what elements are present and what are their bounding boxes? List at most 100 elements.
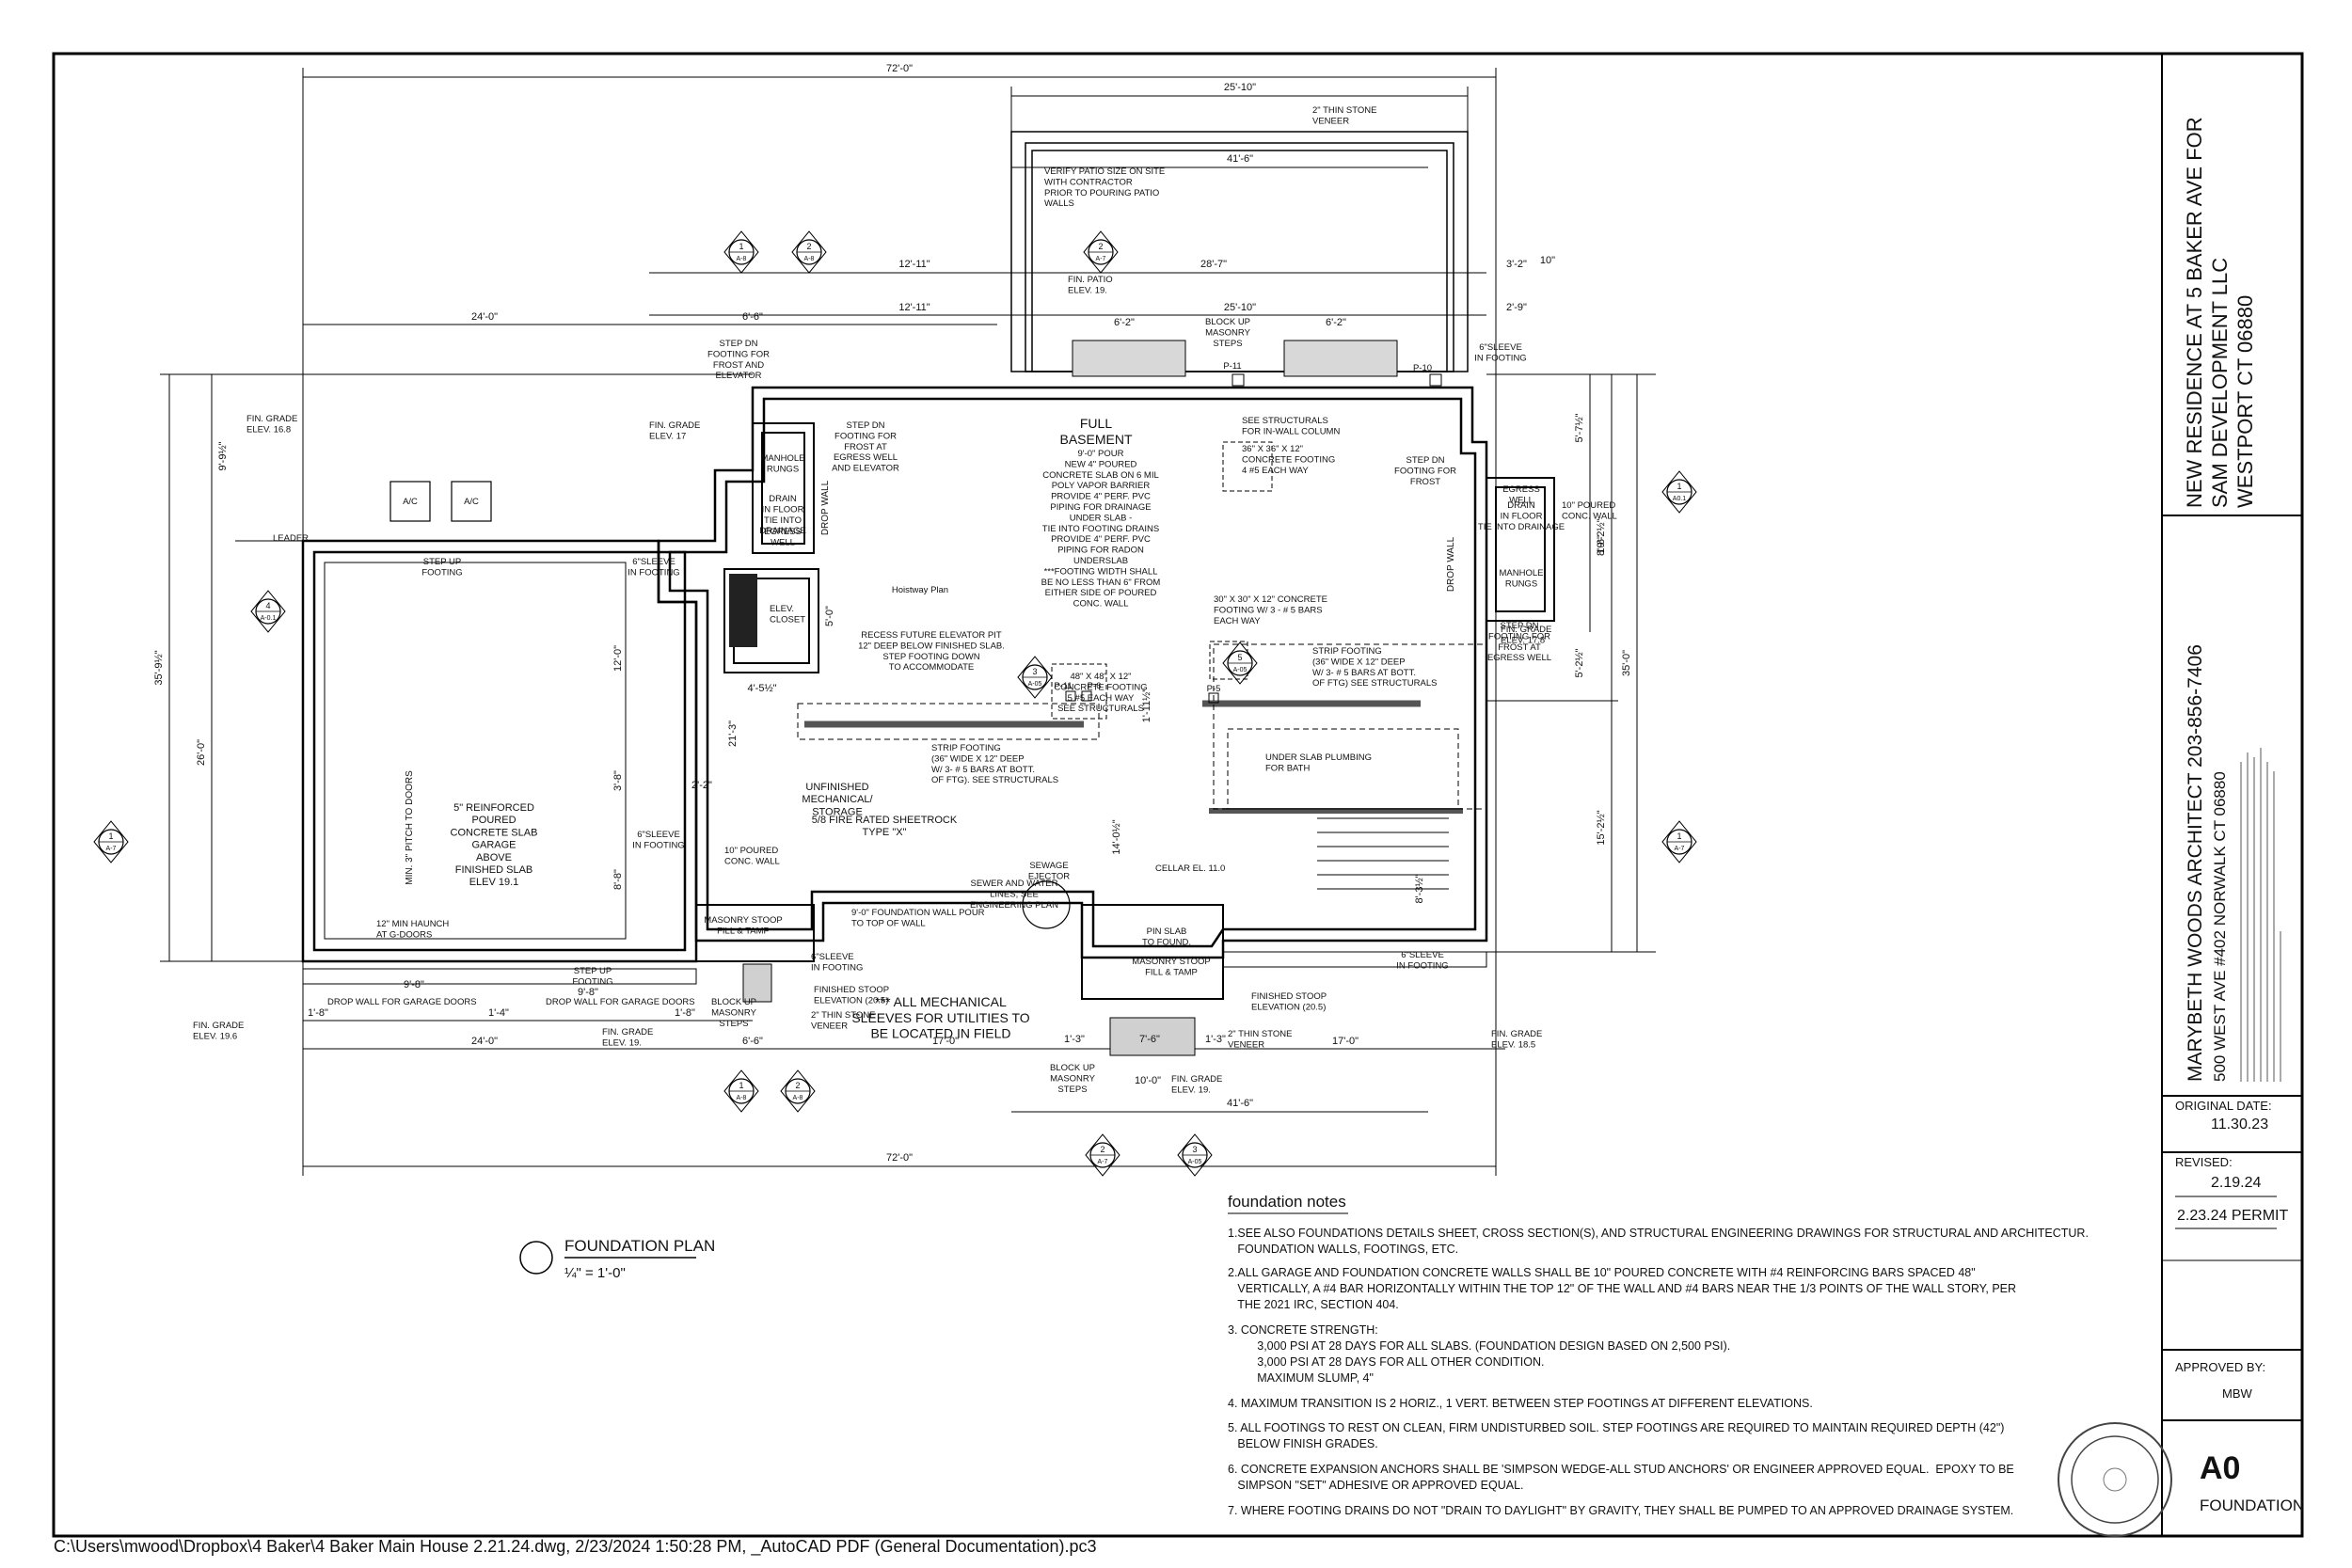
section-marker-icon: 2A-8 — [791, 230, 827, 274]
label-drop-wall-left: DROP WALL — [820, 480, 831, 535]
label-drop-wall-right: DROP WALL — [1446, 536, 1456, 592]
note-line: 3,000 PSI AT 28 DAYS FOR ALL SLABS. (FOU… — [1228, 1339, 1730, 1353]
plan-title-block: FOUNDATION PLAN ¼" = 1'-0" — [519, 1237, 715, 1281]
section-marker-icon: 5A-05 — [1222, 641, 1258, 685]
svg-text:2: 2 — [1098, 242, 1103, 251]
title-block: NEW RESIDENCE AT 5 BAKER AVE FOR SAM DEV… — [2162, 117, 2304, 1537]
svg-text:A-05: A-05 — [1233, 667, 1248, 673]
svg-text:2: 2 — [1100, 1145, 1104, 1154]
dimension-d-4-5: 4'-5½" — [747, 683, 776, 694]
svg-text:A-7: A-7 — [1096, 256, 1106, 262]
dimension-d-10: 10" — [1540, 255, 1555, 266]
note-line: 3. CONCRETE STRENGTH: — [1228, 1323, 1378, 1337]
revised-label: REVISED: — [2175, 1155, 2233, 1169]
dimension-d-14-0: 14'-0½" — [1111, 819, 1122, 854]
dimension-d-3-8: 3'-8" — [612, 770, 624, 791]
label-p11b: P-11 — [1054, 681, 1072, 691]
plan-title-circle-icon — [519, 1241, 553, 1275]
label-ac1: A/C — [403, 497, 418, 507]
dimension-d-1-3a: 1'-3" — [1064, 1034, 1085, 1045]
sheet-border — [52, 52, 2304, 1538]
dimension-d-10-0: 10'-0" — [1135, 1075, 1161, 1086]
svg-text:1: 1 — [1677, 832, 1681, 841]
svg-text:A-05: A-05 — [1028, 681, 1042, 688]
dimension-d-8-3: 8'-3½" — [1414, 874, 1425, 903]
dimension-d-21-3: 21'-3" — [727, 721, 739, 747]
svg-text:4: 4 — [265, 601, 270, 610]
dimension-d-12-11b: 12'-11" — [898, 302, 930, 313]
svg-text:A-8: A-8 — [737, 1095, 747, 1101]
dimension-right-15: 15'-2½" — [1596, 810, 1607, 845]
note-line: FOUNDATION WALLS, FOOTINGS, ETC. — [1228, 1243, 1458, 1256]
dimension-patio-top: 25'-10" — [1224, 82, 1256, 93]
label-drop-wall-doors1: DROP WALL FOR GARAGE DOORS — [327, 997, 477, 1007]
plan-dimensions: 72'-0"72'-0"25'-10"41'-6"41'-6"12'-11"28… — [153, 63, 1632, 1164]
section-marker-icon: 3A-05 — [1177, 1133, 1213, 1177]
label-leader: LEADER — [273, 533, 309, 544]
label-p10: P-10 — [1413, 363, 1432, 373]
dimension-d-9-8b: 9'-8" — [578, 987, 598, 998]
dimension-patio-inner: 41'-6" — [1227, 153, 1253, 165]
svg-text:A-8: A-8 — [804, 256, 815, 262]
section-marker-icon: 2A-8 — [780, 1069, 816, 1113]
foundation-plan-drawing — [160, 68, 1656, 1176]
section-marker-icon: 4A-0.1 — [250, 590, 286, 633]
project-line2: SAM DEVELOPMENT LLC — [2208, 258, 2232, 508]
label-cellar: CELLAR EL. 11.0 — [1155, 863, 1225, 874]
dimension-d-12-0: 12'-0" — [612, 645, 624, 672]
dimension-overall-bottom: 72'-0" — [886, 1152, 913, 1164]
label-hoistway: Hoistway Plan — [892, 585, 948, 595]
section-marker-icon: 3A-05 — [1017, 656, 1053, 699]
dimension-d-9-8a: 9'-8" — [404, 979, 424, 990]
dimension-right-5b: 5'-2½" — [1574, 648, 1585, 677]
note-line: 3,000 PSI AT 28 DAYS FOR ALL OTHER CONDI… — [1228, 1355, 1544, 1369]
file-path: C:\Users\mwood\Dropbox\4 Baker\4 Baker M… — [54, 1537, 1097, 1557]
dimension-right-8: 8'-8" — [1596, 535, 1607, 556]
section-marker-icon: 1A-8 — [723, 1069, 759, 1113]
dimension-d-6-2b: 6'-2" — [1326, 317, 1346, 328]
svg-text:3: 3 — [1192, 1145, 1197, 1154]
note-line: 2.ALL GARAGE AND FOUNDATION CONCRETE WAL… — [1228, 1266, 1976, 1279]
label-elev-closet: ELEV.CLOSET — [770, 604, 805, 625]
note-line: 6. CONCRETE EXPANSION ANCHORS SHALL BE '… — [1228, 1463, 2014, 1476]
dimension-d-1-11: 1'-11½" — [1141, 689, 1152, 722]
section-marker-icon: 1A-8 — [723, 230, 759, 274]
dimension-d-3-2: 3'-2" — [1506, 259, 1527, 270]
notes-heading: foundation notes — [1228, 1193, 1346, 1211]
svg-text:A-0.1: A-0.1 — [261, 615, 277, 622]
approved-by: MBW — [2222, 1386, 2253, 1401]
architect-line2: 500 WEST AVE #402 NORWALK CT 06880 — [2211, 771, 2229, 1082]
dimension-right-5a: 5'-7½" — [1574, 413, 1585, 442]
section-markers: 1A-82A-82A-71A0.14A-0.11A-71A-73A-055A-0… — [93, 230, 1697, 1177]
note-line: 4. MAXIMUM TRANSITION IS 2 HORIZ., 1 VER… — [1228, 1397, 1813, 1410]
dimension-d-1-3b: 1'-3" — [1205, 1034, 1226, 1045]
